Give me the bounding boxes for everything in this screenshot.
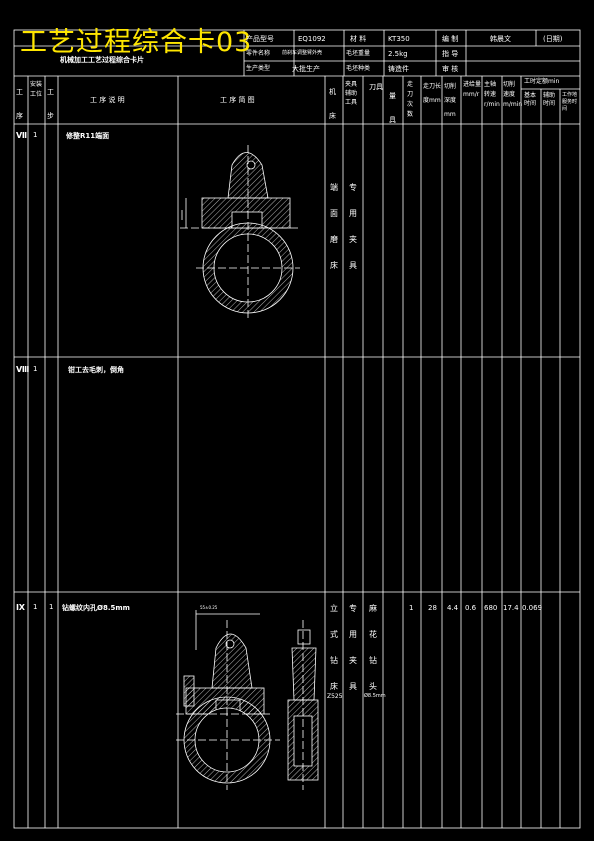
row3-spindle-speed: 680 [484,604,498,612]
col-basic-time: 基本时间 [524,92,537,107]
row3-fixture-3: 夹 [349,656,357,665]
row3-cutter-size: Ø8.5mm [364,693,386,699]
row1-fixture-3: 夹 [349,235,357,244]
production-type-value: 大批生产 [292,65,320,73]
row3-cut-speed: 17.4 [503,604,519,612]
blank-weight-value: 2.5kg [388,50,408,58]
row1-process-no: Ⅶ [16,131,28,140]
col-feed: 进给量mm/r [463,81,482,98]
row2-description: 钳工去毛刺，倒角 [68,366,124,374]
card-title: 机械加工工艺过程综合卡片 [60,56,144,64]
date-label: (日期) [543,35,563,43]
material-value: KT350 [388,35,410,43]
col-gauge: 量具 [389,92,396,124]
row3-cutter-1: 麻 [369,604,377,613]
col-step: 工步 [47,88,54,120]
row1-machine-1: 端 [330,183,338,192]
row3-cutter-4: 头 [369,682,377,691]
part-name-value: 前刹车调整臂外壳 [282,50,323,56]
sketch-end-face [180,145,300,318]
row3-description: 钻螺纹内孔Ø8.5mm [62,604,130,612]
product-model-label: 产品型号 [246,35,274,43]
row3-basic-time: 0.069 [522,604,543,612]
row3-cut-depth: 4.4 [447,604,459,612]
col-cut-depth: 切削深度mm [444,83,457,118]
col-aux-time: 辅助时间 [543,92,556,107]
compiler-value: 韩晨文 [490,35,511,43]
material-label: 材 料 [350,35,367,43]
col-fixture: 夹具辅助工具 [345,81,358,106]
row3-machine-2: 式 [330,630,338,639]
col-time-quota: 工时定额min [524,78,560,85]
col-spindle-speed: 主轴转速r/min [484,81,500,108]
row1-fixture-2: 用 [349,209,357,218]
row3-process-no: Ⅸ [16,603,25,612]
product-model-value: EQ1092 [298,35,326,43]
row3-cutter-2: 花 [369,630,377,639]
col-machine: 机床 [329,88,336,120]
row3-cut-length: 28 [428,604,437,612]
blank-type-value: 铸造件 [388,65,409,73]
col-place-time: 工作地服务时间 [562,92,578,112]
row3-dim-label: 55±0.25 [200,605,218,610]
blank-weight-label: 毛坯重量 [346,50,371,57]
row3-fixture-1: 专 [349,604,357,613]
row3-fixture-4: 具 [349,682,357,691]
reviewer-label: 审 核 [442,65,459,73]
row1-machine-2: 面 [330,209,338,218]
col-cut-length: 走刀长度mm [423,83,442,104]
blank-type-label: 毛坯种类 [346,65,371,72]
col-cut-speed: 切削速度m/min [503,81,523,108]
col-process-no: 工序 [16,88,23,120]
row1-machine-3: 磨 [330,235,338,244]
proofreader-label: 指 导 [442,50,459,58]
row3-machine-4: 床 [330,682,338,691]
row1-fixture-4: 具 [349,261,357,270]
row1-description: 修整R11端面 [66,132,110,140]
compiler-label: 编 制 [442,35,459,43]
row3-fixture-2: 用 [349,630,357,639]
col-cutter: 刀具 [369,83,383,91]
part-name-label: 零件名称 [246,50,271,57]
col-install: 安装工位 [30,81,43,98]
title-overlay: 工艺过程综合卡03 [20,27,253,58]
row2-install: 1 [33,365,38,373]
row1-install: 1 [33,131,38,139]
row3-passes: 1 [409,604,414,612]
col-description: 工 序 说 明 [90,96,125,104]
row3-machine-model: Z525 [327,693,343,700]
row1-machine-4: 床 [330,261,338,270]
col-passes: 走刀次数 [407,81,414,118]
sketch-drilling [176,610,319,790]
row3-cutter-3: 钻 [369,656,377,665]
production-type-label: 生产类型 [246,65,271,72]
col-sketch: 工 序 简 图 [220,96,255,104]
row3-install: 1 [33,603,38,611]
row3-feed: 0.6 [465,604,477,612]
row2-process-no: Ⅷ [16,365,30,374]
row3-step: 1 [49,603,54,611]
row3-machine-1: 立 [330,604,338,613]
row3-machine-3: 钻 [330,656,338,665]
row1-fixture-1: 专 [349,183,357,192]
